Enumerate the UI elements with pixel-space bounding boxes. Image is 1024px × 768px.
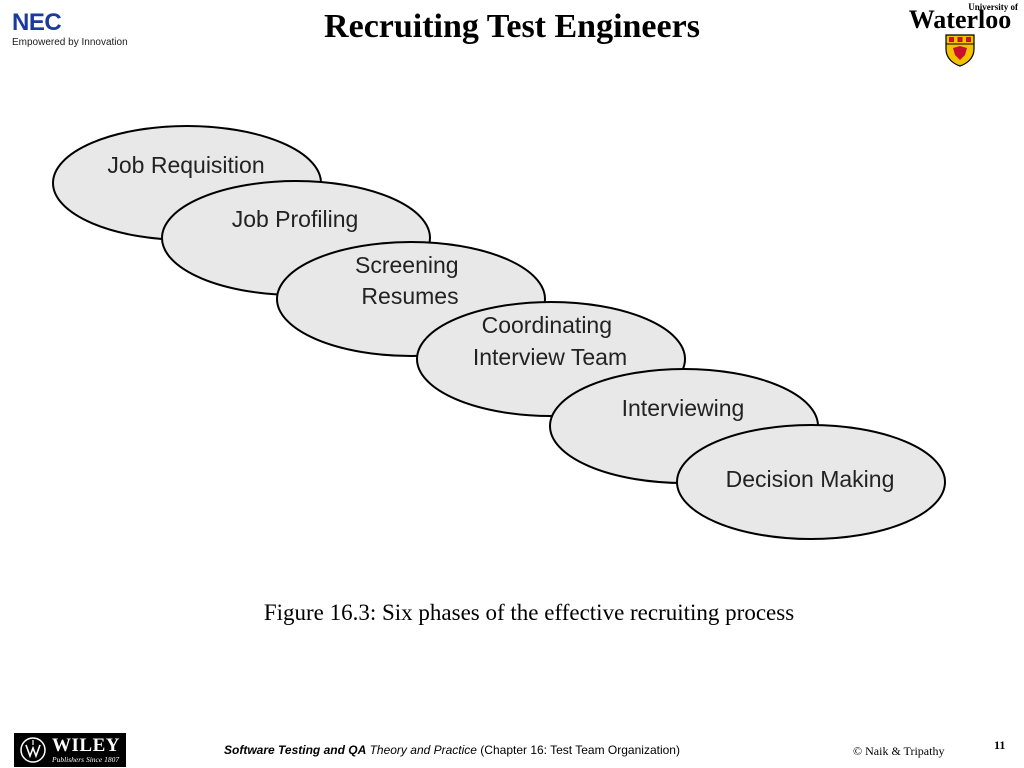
phase-5-label: Interviewing — [622, 395, 745, 421]
phase-6: Decision Making — [676, 424, 946, 540]
waterloo-logo-small-text: University of — [968, 2, 1018, 12]
phase-4-label: Coordinating Interview Team — [473, 312, 627, 370]
phase-4-line-2: Interview Team — [473, 344, 627, 370]
wiley-logo-tagline: Publishers Since 1807 — [52, 755, 120, 764]
wiley-mark-icon — [20, 737, 46, 763]
footer-copyright: © Naik & Tripathy — [853, 744, 945, 758]
phase-5-line-1: Interviewing — [622, 395, 745, 421]
phase-6-label: Decision Making — [726, 466, 895, 492]
nec-logo: NEC Empowered by Innovation — [12, 10, 132, 56]
waterloo-logo-word: Waterloo — [908, 5, 1012, 34]
phase-4-line-1: Coordinating — [482, 312, 612, 338]
phase-3-label: Screening Resumes — [355, 252, 465, 309]
phase-2-label: Job Profiling — [232, 206, 359, 232]
waterloo-logo: University of Waterloo — [900, 0, 1020, 70]
footer-book-title: Software Testing and QA — [224, 743, 367, 757]
nec-logo-tagline: Empowered by Innovation — [12, 37, 128, 48]
nec-logo-word: NEC — [12, 9, 62, 36]
phase-3-line-2: Resumes — [361, 283, 458, 309]
recruiting-phases-diagram: Job Requisition Job Profiling Screening … — [52, 125, 946, 540]
footer-book-info: Software Testing and QA Theory and Pract… — [224, 742, 680, 758]
phase-3-line-1: Screening — [355, 252, 459, 278]
footer-book-subtitle: Theory and Practice — [366, 743, 477, 757]
phase-6-ellipse — [676, 424, 946, 540]
footer-chapter: (Chapter 16: Test Team Organization) — [476, 743, 680, 757]
page-title: Recruiting Test Engineers — [324, 8, 700, 45]
wiley-logo-word: WILEY — [52, 735, 120, 756]
phase-6-line-1: Decision Making — [726, 466, 895, 492]
wiley-logo: WILEY Publishers Since 1807 — [14, 733, 126, 767]
figure-caption: Figure 16.3: Six phases of the effective… — [263, 600, 795, 625]
waterloo-shield-icon — [945, 34, 975, 67]
phase-2-line-1: Job Profiling — [232, 206, 359, 232]
phase-1-label: Job Requisition — [107, 152, 264, 178]
page-number: 11 — [994, 738, 1006, 752]
phase-1-line-1: Job Requisition — [107, 152, 264, 178]
